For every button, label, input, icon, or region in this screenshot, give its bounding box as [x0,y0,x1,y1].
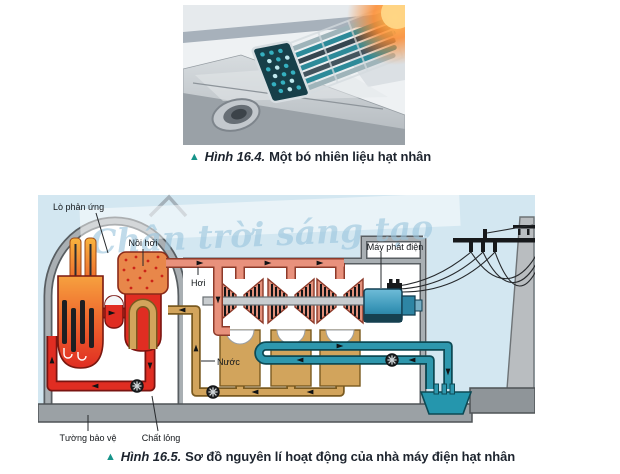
steam-label: Hơi [191,278,205,288]
power-plant-diagram: Chân trời sáng tạo [38,193,535,443]
ground-step [469,387,535,414]
pump-icon [385,353,399,367]
cooling-water-loop [254,341,453,389]
nozzle-cylinder [211,98,261,132]
boiler-label: Nồi hơi [129,238,158,248]
generator-label: Máy phát điện [367,242,424,252]
reactor-label: Lò phản ứng [53,202,104,212]
generator [363,279,423,323]
reactor-vessel [57,237,104,369]
pump-icon [206,385,220,399]
diagram-caption-text: Sơ đồ nguyên lí hoạt động của nhà máy đi… [185,449,516,464]
control-rods [62,300,94,352]
power-wires [397,224,535,293]
water-label: Nước [217,357,240,367]
figure-marker-icon: ▲ [104,451,116,463]
power-line-pole [453,229,535,252]
photo-caption-label: Hình 16.4. [204,149,266,164]
photo-caption: ▲ Hình 16.4.Một bó nhiên liệu hạt nhân [0,149,620,164]
cooling-basin [419,383,473,415]
figure-marker-icon: ▲ [188,151,200,163]
turbine-shaft [202,296,370,306]
bundle-face [251,40,311,104]
protective-wall-label: Tường bảo vệ [60,433,117,443]
steam-generator [117,251,169,352]
photo-caption-text: Một bó nhiên liệu hạt nhân [269,149,432,164]
liquid-label: Chất lỏng [142,433,181,443]
pump-icon [130,379,144,393]
boiling-bubbles [122,255,164,290]
protective-wall-floor [38,403,473,423]
steam-piping [166,258,345,336]
fuel-bundle-photo [183,5,405,145]
diagram-caption-label: Hình 16.5. [120,449,182,464]
pressurizer [104,295,124,329]
diagram-labels: Lò phản ứng Nồi hơi Hơi Máy phát điện Nư… [53,202,423,443]
diagram-caption: ▲ Hình 16.5.Sơ đồ nguyên lí hoạt động của… [0,449,620,464]
